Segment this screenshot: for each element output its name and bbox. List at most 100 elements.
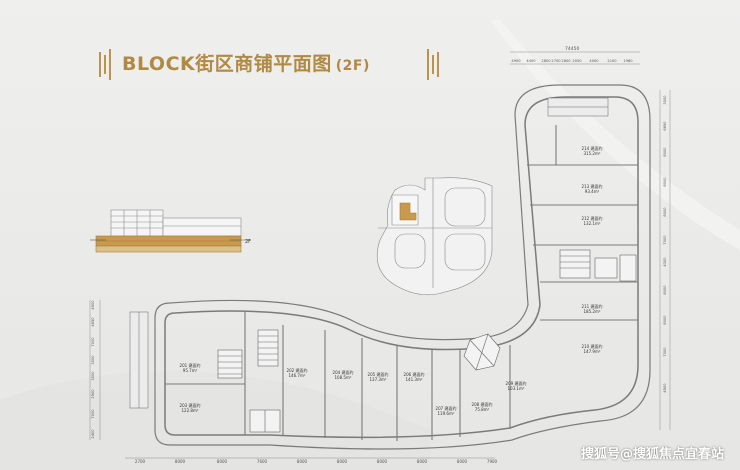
background-swoosh bbox=[490, 20, 740, 250]
atrium-stair-hexagon bbox=[463, 333, 501, 371]
page-title-main: BLOCK街区商铺平面图 bbox=[122, 53, 332, 75]
stair-core-left bbox=[217, 329, 281, 433]
unit-area: 93.4m² bbox=[585, 189, 600, 194]
dim-top-label: 2700 bbox=[551, 59, 561, 63]
unit-id-and-label: 209 建面约 bbox=[506, 380, 527, 386]
dim-right-label: 8000 bbox=[663, 147, 667, 157]
dim-right-label: 8000 bbox=[663, 207, 667, 217]
unit-area-label: 建面约 bbox=[590, 215, 602, 221]
unit-id: 212 bbox=[582, 216, 591, 221]
watermark-text: 搜狐号@搜狐焦点宜春站 bbox=[580, 447, 724, 462]
unit-area: 147.9m² bbox=[584, 349, 601, 354]
unit-area-label: 建面约 bbox=[188, 402, 200, 408]
unit-area-label: 建面约 bbox=[412, 371, 424, 377]
unit-area-label: 建面约 bbox=[480, 401, 492, 407]
dim-bottom-label: 2700 bbox=[135, 459, 146, 464]
dim-top-total: 74450 bbox=[565, 46, 579, 52]
dim-bottom-label: 8000 bbox=[297, 459, 308, 464]
dim-top-label: 4400 bbox=[526, 59, 536, 63]
unit-id: 208 bbox=[472, 402, 481, 407]
unit-area: 132.1m² bbox=[584, 221, 601, 226]
dim-bottom-label: 8000 bbox=[337, 459, 348, 464]
dim-top-label: 2800 bbox=[561, 59, 571, 63]
dim-top-label: 2050 bbox=[572, 59, 582, 63]
unit-id-and-label: 213 建面约 bbox=[582, 183, 603, 189]
unit-area-label: 建面约 bbox=[590, 303, 602, 309]
dim-bottom-label: 8000 bbox=[417, 459, 428, 464]
dimension-lines bbox=[89, 51, 671, 459]
dim-right-label: 8000 bbox=[663, 285, 667, 295]
dim-top-label: 4900 bbox=[511, 59, 521, 63]
unit-area: 315.2m² bbox=[584, 151, 601, 156]
unit-id-and-label: 214 建面约 bbox=[582, 145, 603, 151]
dim-bottom-label: 8000 bbox=[175, 459, 186, 464]
background-swoosh-2 bbox=[0, 371, 430, 470]
unit-id: 205 bbox=[368, 372, 377, 377]
dim-top-label: 1980 bbox=[623, 59, 633, 63]
unit-id-and-label: 210 建面约 bbox=[582, 343, 603, 349]
unit-id: 202 bbox=[287, 368, 296, 373]
unit-area: 137.3m² bbox=[370, 377, 387, 382]
unit-id-and-label: 212 建面约 bbox=[582, 215, 603, 221]
dim-right-label: 7000 bbox=[663, 235, 667, 245]
unit-area-label: 建面约 bbox=[590, 183, 602, 189]
unit-area-label: 建面约 bbox=[341, 369, 353, 375]
dim-top-label: 2800 bbox=[541, 59, 551, 63]
unit-area-label: 建面约 bbox=[590, 343, 602, 349]
dim-right-label: 8000 bbox=[663, 177, 667, 187]
unit-id-and-label: 207 建面约 bbox=[436, 405, 457, 411]
dim-bottom-label: 7900 bbox=[487, 459, 498, 464]
dim-bottom-label: 8000 bbox=[457, 459, 468, 464]
stair-core-right bbox=[559, 249, 637, 282]
unit-area: 75.8m² bbox=[475, 407, 490, 412]
escalator-top bbox=[547, 97, 609, 117]
unit-id-and-label: 211 建面约 bbox=[582, 303, 603, 309]
unit-area: 141.3m² bbox=[406, 377, 423, 382]
title-deco-bar-right-2 bbox=[432, 55, 434, 74]
title-deco-bar-left-2 bbox=[104, 55, 106, 74]
unit-id: 209 bbox=[506, 381, 515, 386]
dim-bottom-label: 7600 bbox=[257, 459, 268, 464]
elevation-level-label: 2F bbox=[245, 239, 251, 245]
dim-top-label: 2100 bbox=[607, 59, 617, 63]
unit-area: 122.8m² bbox=[182, 408, 199, 413]
dimension-labels-right: 3000685080008000800070004300800080007000… bbox=[663, 95, 667, 393]
site-location-map bbox=[376, 177, 493, 296]
unit-area-label: 建面约 bbox=[590, 145, 602, 151]
unit-area: 146.7m² bbox=[289, 373, 306, 378]
unit-id: 211 bbox=[582, 304, 591, 309]
dimension-top-total: 74450 bbox=[565, 46, 579, 52]
floor-plan-outline bbox=[154, 84, 651, 450]
building-elevation bbox=[90, 209, 250, 253]
dim-right-label: 3000 bbox=[663, 95, 667, 105]
dim-left-label: 2400 bbox=[91, 429, 95, 439]
unit-id: 210 bbox=[582, 344, 591, 349]
unit-id: 206 bbox=[404, 372, 413, 377]
dim-left-label: 2500 bbox=[91, 389, 95, 399]
dim-left-label: 4500 bbox=[91, 300, 95, 310]
dim-bottom-label: 8000 bbox=[217, 459, 228, 464]
dim-left-label: 7000 bbox=[91, 337, 95, 347]
unit-id-and-label: 206 建面约 bbox=[404, 371, 425, 377]
title-deco-bar-right-3 bbox=[437, 52, 439, 77]
unit-area: 108.5m² bbox=[335, 375, 352, 380]
dim-left-label: 3000 bbox=[91, 371, 95, 381]
unit-id-and-label: 208 建面约 bbox=[472, 401, 493, 407]
unit-id: 207 bbox=[436, 406, 445, 411]
